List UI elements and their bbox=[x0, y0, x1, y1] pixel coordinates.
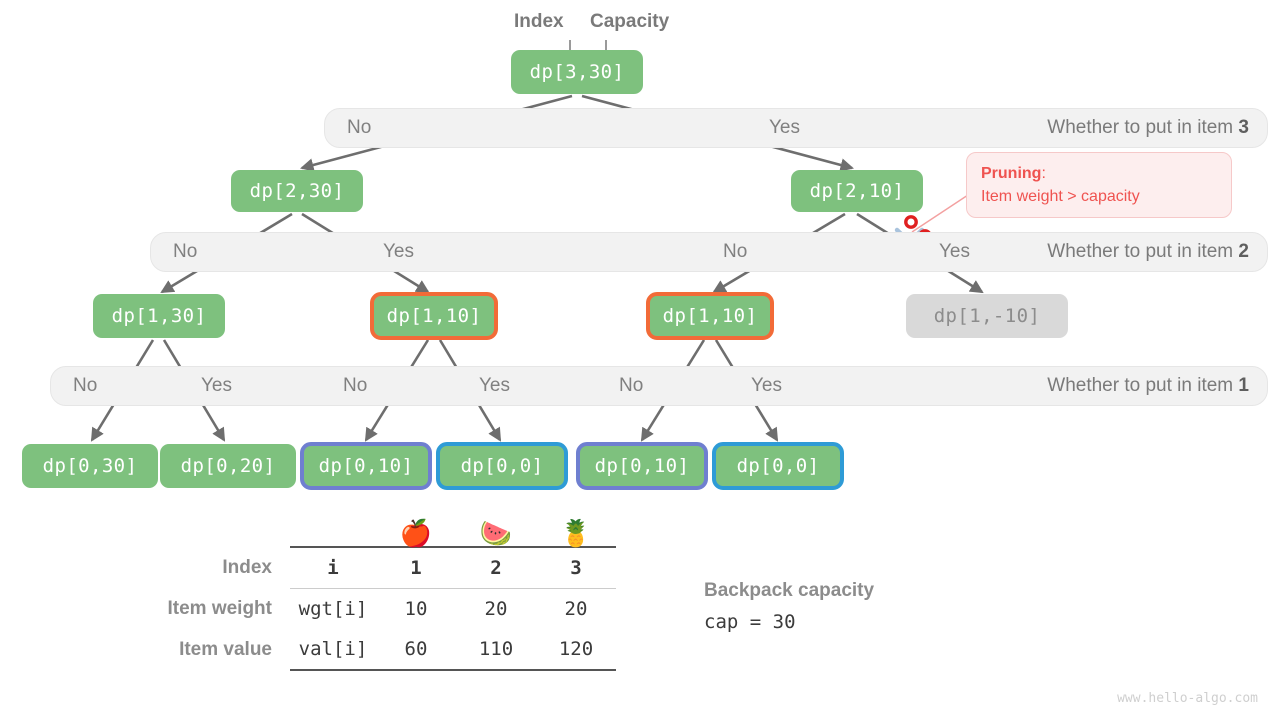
item-emoji-watermelon: 🍉 bbox=[479, 518, 513, 548]
node-dp-1-neg10-pruned[interactable]: dp[1,-10] bbox=[906, 294, 1068, 338]
table-bottom-rule-row bbox=[140, 669, 616, 673]
bottom-rule-1 bbox=[376, 669, 456, 673]
header-index-label: Index bbox=[514, 11, 564, 32]
capacity-note-title: Backpack capacity bbox=[704, 580, 875, 601]
pruning-callout-body: Item weight > capacity bbox=[981, 188, 1140, 206]
items-table: 🍎 🍉 🍍 Index i 1 2 3 Item weight wgt[i] 1… bbox=[140, 520, 616, 673]
weight-value-2: 20 bbox=[456, 588, 536, 629]
band1-question: Whether to put in item 1 bbox=[1047, 375, 1249, 397]
table-row-value: Item value val[i] 60 110 120 bbox=[140, 629, 616, 670]
row-label-index: Index bbox=[222, 556, 272, 578]
band1-yes2-label: Yes bbox=[479, 375, 510, 396]
leaf-dp-0-0-second[interactable]: dp[0,0] bbox=[712, 442, 844, 490]
leaf-dp-0-0-first[interactable]: dp[0,0] bbox=[436, 442, 568, 490]
bottom-rule-2 bbox=[456, 669, 536, 673]
decision-band-item-3: No Yes Whether to put in item 3 bbox=[324, 108, 1268, 148]
row-key-value: val[i] bbox=[298, 638, 368, 660]
decision-band-item-1: No Yes No Yes No Yes Whether to put in i… bbox=[50, 366, 1268, 406]
index-value-1: 1 bbox=[376, 546, 456, 589]
leaf-dp-0-30[interactable]: dp[0,30] bbox=[22, 444, 158, 488]
band1-no2-label: No bbox=[343, 375, 368, 396]
header-capacity-label: Capacity bbox=[590, 11, 670, 32]
band3-yes-label: Yes bbox=[769, 117, 800, 138]
weight-value-1: 10 bbox=[376, 588, 456, 629]
pruning-callout-colon: : bbox=[1041, 165, 1046, 182]
capacity-note: Backpack capacity cap = 30 bbox=[704, 580, 874, 633]
row-label-item-weight: Item weight bbox=[167, 597, 272, 619]
item-emoji-pineapple: 🍍 bbox=[559, 518, 593, 548]
band1-no3-label: No bbox=[619, 375, 644, 396]
row-key-index: i bbox=[290, 546, 376, 589]
band3-question-item: 3 bbox=[1238, 117, 1249, 138]
node-dp-2-30[interactable]: dp[2,30] bbox=[231, 170, 363, 212]
leaf-dp-0-10-first[interactable]: dp[0,10] bbox=[300, 442, 432, 490]
table-row-index: Index i 1 2 3 bbox=[140, 546, 616, 589]
node-dp-2-10[interactable]: dp[2,10] bbox=[791, 170, 923, 212]
pruning-callout: Pruning: Item weight > capacity bbox=[966, 152, 1232, 219]
bottom-rule-key bbox=[290, 669, 376, 673]
band2-yes2-label: Yes bbox=[939, 241, 970, 262]
band1-yes-label: Yes bbox=[201, 375, 232, 396]
emoji-row-key-spacer bbox=[290, 520, 376, 547]
band3-question-text: Whether to put in item bbox=[1047, 117, 1239, 138]
decision-band-item-2: No Yes No Yes Whether to put in item 2 bbox=[150, 232, 1268, 272]
items-table-grid: 🍎 🍉 🍍 Index i 1 2 3 Item weight wgt[i] 1… bbox=[140, 520, 616, 673]
table-row-weight: Item weight wgt[i] 10 20 20 bbox=[140, 588, 616, 629]
band2-question-item: 2 bbox=[1238, 241, 1249, 262]
leaf-dp-0-10-second[interactable]: dp[0,10] bbox=[576, 442, 708, 490]
index-value-3: 3 bbox=[536, 546, 616, 589]
pruning-callout-title: Pruning bbox=[981, 165, 1042, 182]
value-value-3: 120 bbox=[558, 638, 594, 660]
band2-no-label: No bbox=[173, 241, 198, 262]
node-dp-1-10-left[interactable]: dp[1,10] bbox=[370, 292, 498, 340]
node-dp-3-30[interactable]: dp[3,30] bbox=[511, 50, 643, 94]
capacity-note-value: cap = 30 bbox=[704, 611, 796, 633]
band3-question: Whether to put in item 3 bbox=[1047, 117, 1249, 139]
node-dp-1-30[interactable]: dp[1,30] bbox=[93, 294, 225, 338]
band1-question-item: 1 bbox=[1238, 375, 1249, 396]
value-value-2: 110 bbox=[478, 638, 514, 660]
watermark: www.hello-algo.com bbox=[1117, 691, 1258, 706]
weight-value-3: 20 bbox=[536, 588, 616, 629]
index-value-2: 2 bbox=[456, 546, 536, 589]
node-dp-1-10-right[interactable]: dp[1,10] bbox=[646, 292, 774, 340]
pruning-callout-title-line: Pruning: bbox=[981, 162, 1217, 185]
item-emoji-apple: 🍎 bbox=[399, 518, 433, 548]
band2-question: Whether to put in item 2 bbox=[1047, 241, 1249, 263]
leaf-dp-0-20[interactable]: dp[0,20] bbox=[160, 444, 296, 488]
emoji-row-spacer bbox=[140, 520, 290, 547]
band1-no-label: No bbox=[73, 375, 98, 396]
band3-no-label: No bbox=[347, 117, 372, 138]
value-value-1: 60 bbox=[404, 638, 428, 660]
band2-yes-label: Yes bbox=[383, 241, 414, 262]
row-key-weight: wgt[i] bbox=[290, 588, 376, 629]
band2-question-text: Whether to put in item bbox=[1047, 241, 1239, 262]
bottom-rule-spacer bbox=[140, 670, 290, 673]
row-label-item-value: Item value bbox=[179, 638, 272, 660]
bottom-rule-3 bbox=[536, 669, 616, 673]
band2-no2-label: No bbox=[723, 241, 748, 262]
band1-yes3-label: Yes bbox=[751, 375, 782, 396]
band1-question-text: Whether to put in item bbox=[1047, 375, 1239, 396]
table-row-emoji: 🍎 🍉 🍍 bbox=[140, 520, 616, 547]
